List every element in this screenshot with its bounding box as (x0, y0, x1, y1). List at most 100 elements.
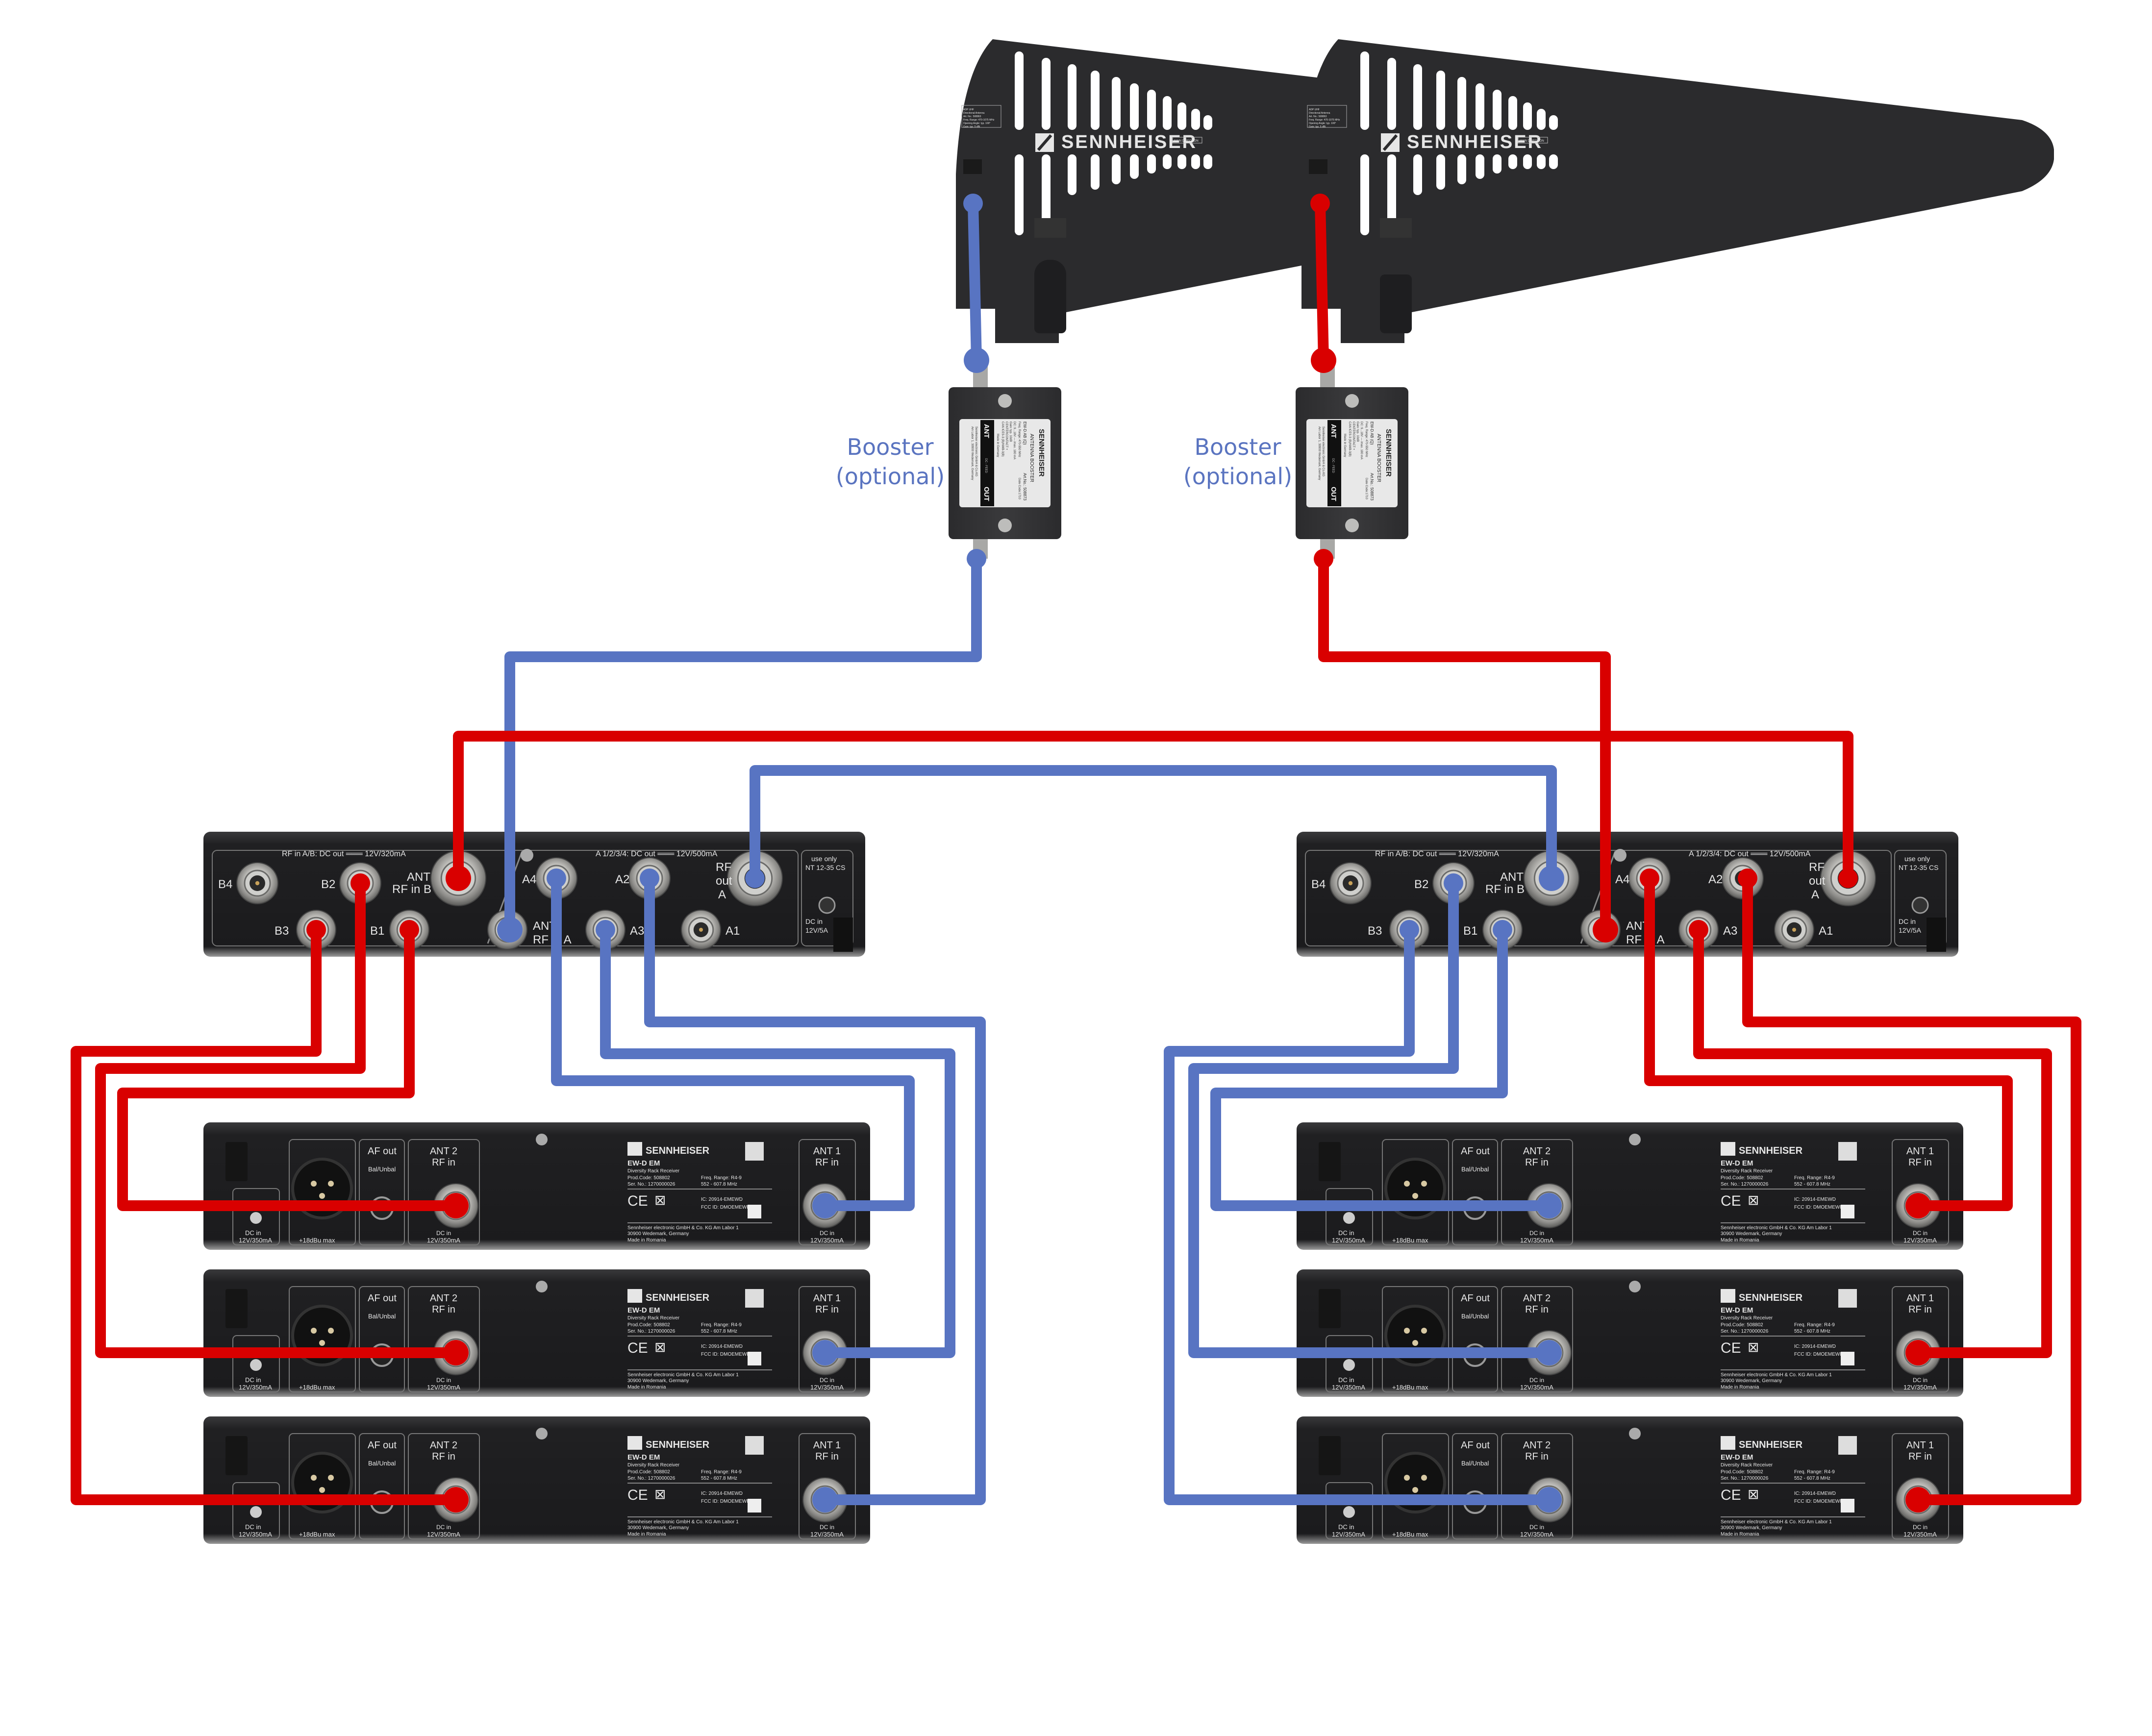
cable-a3-to-receiver-2-ant1[interactable] (600, 930, 955, 1358)
antenna-brand: SENNHEISER (1061, 132, 1197, 152)
antenna-slot (1537, 154, 1546, 169)
cable-a4-to-receiver-1-ant1-right[interactable] (1644, 878, 2013, 1211)
cable-antenna-to-booster-left-plug (964, 347, 989, 373)
dc-in-jack[interactable] (818, 896, 836, 914)
cable-plug (1542, 868, 1561, 888)
cable-antenna-to-booster-right[interactable] (1315, 203, 1329, 361)
af-out-label: AF out (1461, 1293, 1490, 1304)
af-out-label: AF out (1461, 1440, 1490, 1451)
booster-gain: Gain: typ. 10dB (1356, 422, 1359, 442)
splitter-port-b4[interactable] (1329, 862, 1372, 904)
cable-a2-to-receiver-3-ant1-right[interactable] (1742, 878, 2081, 1505)
booster-can: CAN ICES-3 (B)/NMB-3(B) (1001, 422, 1004, 457)
cable-plug (306, 920, 326, 940)
booster-brand: SENNHEISER (1037, 429, 1046, 477)
ant2-rf-in-label: RF in (432, 1451, 455, 1462)
splitter-port-a1[interactable] (681, 910, 721, 950)
booster-ant-label: ANT (983, 424, 991, 438)
cable-rf-out-left-to-splitter-right-ant-b[interactable] (750, 765, 1557, 878)
receiver-body (1297, 1122, 1963, 1250)
port-dc-rating: 12V/350mA (427, 1237, 460, 1244)
receiver-maker: Sennheiser electronic GmbH & Co. KG Am L… (1721, 1225, 1832, 1231)
receiver-ic: IC: 20914-EMEWD (701, 1197, 743, 1202)
dc-in-jack[interactable] (250, 1359, 262, 1371)
antenna-slot (1476, 154, 1484, 179)
splitter-port-a1[interactable] (1774, 910, 1814, 950)
booster-arrow-band (1327, 420, 1341, 506)
receiver-prod-code: Prod.Code: 508802 (627, 1175, 670, 1181)
receiver-address: 30900 Wedemark, Germany (627, 1525, 689, 1531)
cable-a3-to-receiver-2-ant1-right[interactable] (1693, 930, 2052, 1358)
antenna-slot (1147, 154, 1156, 174)
ant1-label: ANT 1 (813, 1146, 841, 1157)
cable-b2-to-receiver-2-ant2-right[interactable] (1188, 883, 1549, 1358)
receiver-fcc: FCC ID: DMOEMEWD (701, 1352, 751, 1357)
dc-in-label: DC in (245, 1229, 261, 1237)
cable-booster-left-to-splitter-left-ant-a[interactable] (504, 559, 982, 930)
port-label-ant-b: ANT (407, 870, 430, 884)
dc-in-rating: 12V/5A (805, 926, 828, 934)
receiver-fcc: FCC ID: DMOEMEWD (1794, 1352, 1844, 1357)
antenna-label-line: ADP UHF (963, 108, 974, 111)
splitter-port-b4[interactable] (236, 862, 278, 904)
screw-icon (1629, 1281, 1641, 1292)
cert-badge-icon (748, 1352, 761, 1365)
cable-plug (596, 920, 615, 940)
dc-in-jack[interactable] (1343, 1359, 1355, 1371)
dc-in-jack[interactable] (1343, 1506, 1355, 1518)
receiver-ic: IC: 20914-EMEWD (1794, 1491, 1836, 1496)
dc-in-jack[interactable] (1911, 896, 1929, 914)
cable-b2-to-receiver-2-ant2[interactable] (95, 883, 456, 1358)
cable-b1-to-receiver-1-ant2-right[interactable] (1210, 930, 1549, 1211)
qr-code-icon (1838, 1436, 1857, 1455)
cable-a4-to-receiver-1-ant1[interactable] (551, 878, 915, 1211)
cable-b3-to-receiver-3-ant2-plug (443, 1487, 469, 1513)
cable-b3-to-receiver-3-ant2[interactable] (71, 930, 456, 1505)
receiver-address: 30900 Wedemark, Germany (627, 1378, 689, 1384)
splitter-header-b: RF in A/B: DC out ═══ 12V/320mA (1375, 850, 1499, 858)
ant2-label: ANT 2 (430, 1146, 457, 1157)
port-label-b4: B4 (1311, 878, 1326, 891)
main-direction-label: MAIN DIRECTION (1520, 140, 1544, 143)
antenna-slot (1112, 154, 1121, 184)
cable-a4-to-receiver-1-ant1-right-plug (1905, 1193, 1931, 1218)
receiver-made-in: Made in Romania (1721, 1238, 1759, 1243)
booster-caption-optional: (optional) (836, 463, 945, 490)
antenna-slot (1042, 58, 1051, 130)
dc-in-jack[interactable] (250, 1506, 262, 1518)
receiver-model: EW-D EM (627, 1306, 660, 1314)
cable-b3-to-receiver-3-ant2-right[interactable] (1164, 930, 1549, 1505)
cable-a4-to-receiver-1-ant1-plug (812, 1193, 838, 1218)
screw-icon (1629, 1428, 1641, 1439)
xlr-label: +18dBu max (299, 1237, 335, 1244)
port-label-a1: A1 (1819, 924, 1833, 938)
qr-code-icon (745, 1289, 764, 1308)
cables (71, 194, 2081, 1513)
ant2-rf-in-label: RF in (1525, 1304, 1549, 1315)
dc-in-jack[interactable] (1343, 1212, 1355, 1224)
cable-booster-right-to-splitter-right-ant-a[interactable] (1318, 559, 1611, 930)
antenna-label-line: Art. No.: 508863 (963, 115, 981, 118)
port-label-a3: A3 (1723, 924, 1737, 938)
cable-a2-to-receiver-3-ant1[interactable] (644, 878, 986, 1505)
dc-in-rating: 12V/350mA (239, 1237, 272, 1244)
cable-antenna-to-booster-left[interactable] (968, 203, 982, 361)
receiver-model: EW-D EM (627, 1159, 660, 1167)
port-dc-rating: 12V/350mA (1903, 1384, 1937, 1391)
qr-code-icon (1838, 1142, 1857, 1161)
booster-model: EW-D AB (Q) (1023, 422, 1027, 445)
port-label-b4: B4 (218, 878, 232, 891)
antenna-slot (1457, 154, 1466, 184)
cable-b1-to-receiver-1-ant2[interactable] (117, 930, 456, 1211)
ce-mark-icon: CE (627, 1340, 648, 1356)
receiver-freq-range: Freq. Range: R4-9 (701, 1175, 742, 1181)
cable-plug (547, 868, 566, 888)
booster-freq: Freq. Range: 470-550 MHz (1018, 422, 1021, 457)
dc-in-jack[interactable] (250, 1212, 262, 1224)
xlr-label: +18dBu max (299, 1531, 335, 1538)
cable-rf-out-right-to-splitter-left-ant-b[interactable] (453, 731, 1853, 878)
splitter-header-a: A 1/2/3/4: DC out ═══ 12V/500mA (1689, 850, 1811, 858)
